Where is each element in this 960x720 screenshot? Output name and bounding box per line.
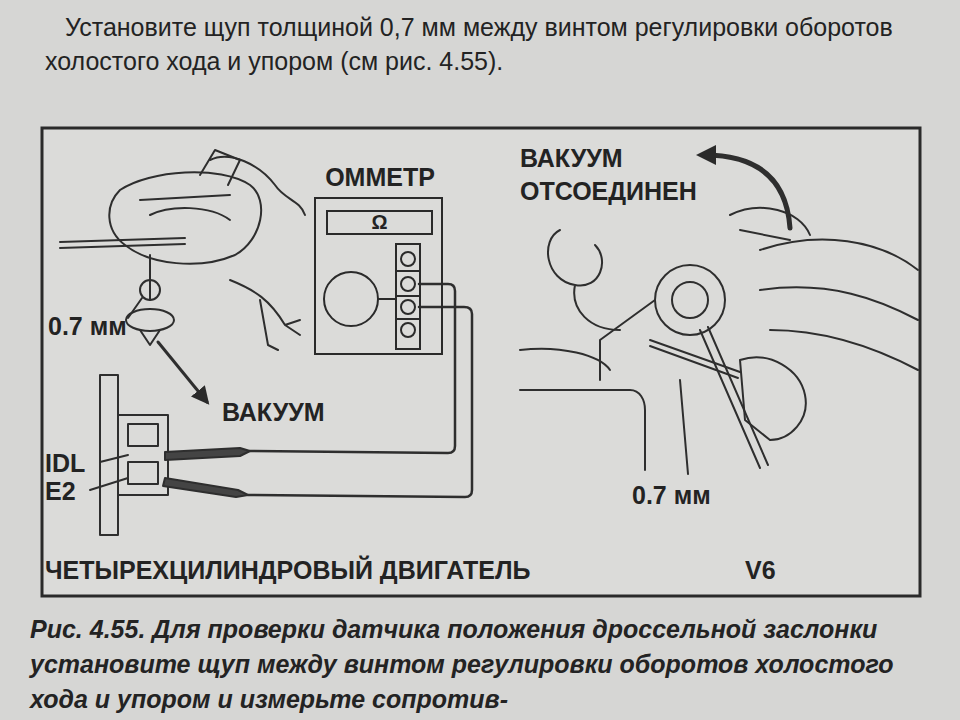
hose [730,208,810,240]
probe [165,448,250,460]
figure-label: ВАКУУМ [222,397,325,427]
dial-line [378,298,396,300]
dimension: 0.7 мм [48,311,127,341]
figure-label: ЧЕТЫРЕХЦИЛИНДРОВЫЙ ДВИГАТЕЛЬ [45,555,531,585]
figure-caption: Рис. 4.55. Для проверки датчика положени… [30,612,935,717]
input-jack [401,300,415,314]
hose [548,230,620,330]
instrument-name: ОММЕТР [301,160,459,194]
throttle-sketch [60,150,472,535]
lever [230,280,300,350]
panel-divider [396,318,420,320]
display-symbol: Ω [326,210,433,235]
figure-label: ВАКУУМ ОТСОЕДИНЕН [520,142,720,208]
vacuum-arrow [158,342,207,402]
input-jack [401,277,415,291]
body-text: Установите щуп толщиной 0,7 мм между вин… [45,10,925,78]
screwdriver [700,327,768,468]
input-jack [401,252,415,266]
connector-pins [128,424,158,446]
throttle-body [655,265,725,335]
panel-divider [396,270,420,272]
leader-line [680,380,688,474]
throttle-body [109,172,261,263]
feeler-gauge [650,340,740,378]
feeler-gauge [60,238,185,248]
selector-dial [324,272,378,326]
meter-body: Ω [314,197,443,355]
test-wire [250,284,455,453]
throttle-detail [672,282,708,318]
jack-panel [396,244,420,349]
adjust-screw [149,255,151,300]
stopper [140,280,160,300]
leader-line [128,298,142,318]
engine-outline [520,349,645,470]
pin-name: E2 [45,476,76,506]
figure-label: V6 [745,555,776,585]
connector-pins [128,462,158,484]
sensor-plate [100,375,118,535]
vacuum-arrow [704,155,790,228]
hand [740,357,806,440]
probe [163,478,248,497]
ohmmeter: ОММЕТР Ω [301,160,459,355]
dimension: 0.7 мм [632,480,711,510]
pin-name: IDL [45,448,85,478]
meter-parts [324,244,420,349]
throttle-detail [140,150,240,220]
leader-line [90,455,128,490]
figure-frame [42,128,920,596]
hose [210,157,305,215]
panel-divider [396,295,420,297]
manifold [760,240,918,370]
input-jack [401,323,415,337]
